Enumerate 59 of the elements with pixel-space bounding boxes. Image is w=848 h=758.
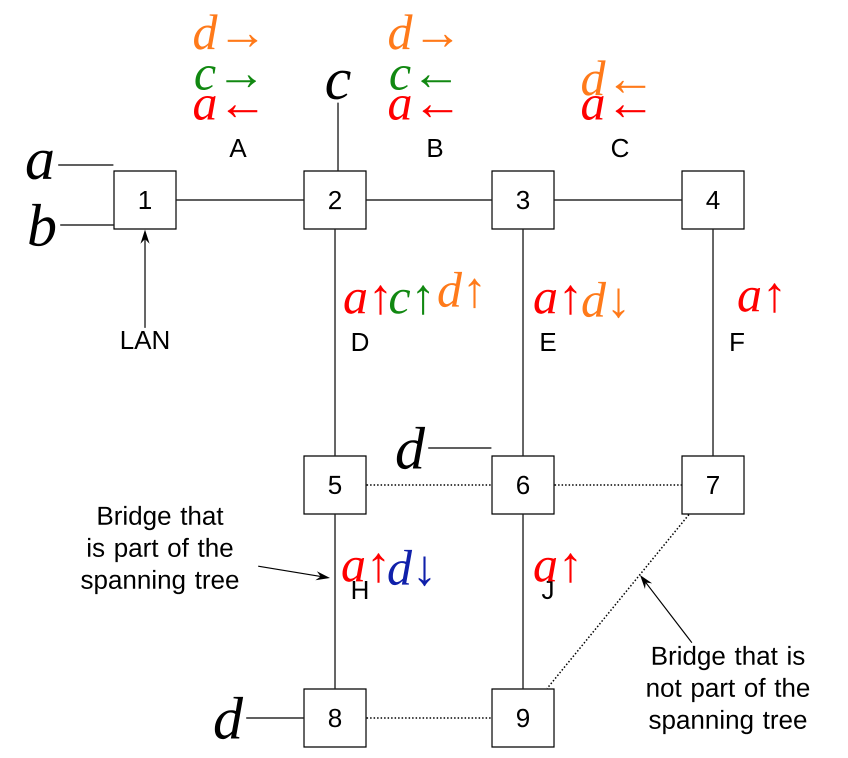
direction-note: d→ xyxy=(389,14,452,50)
direction-note: d↓ xyxy=(582,282,624,318)
direction-note: c← xyxy=(390,66,451,90)
edge-label: B xyxy=(428,139,442,157)
connector-line xyxy=(554,199,682,201)
direction-note: a← xyxy=(194,96,258,120)
callout-text: LAN xyxy=(122,331,168,349)
callout-text: Bridge that is not part of the spanning tree xyxy=(647,646,810,734)
direction-note: c→ xyxy=(195,66,256,90)
host-label: d xyxy=(396,426,426,470)
connector-line xyxy=(428,447,492,449)
host-label: b xyxy=(29,204,56,246)
connector-line xyxy=(60,224,114,226)
connector-line xyxy=(554,484,682,486)
bridge-box: 7 xyxy=(681,455,745,515)
direction-note: a← xyxy=(582,96,646,120)
connector-line xyxy=(712,230,714,456)
direction-note: a↑ xyxy=(344,285,386,315)
direction-note: d↓ xyxy=(388,550,430,586)
host-label: d xyxy=(214,696,244,740)
host-label: a xyxy=(26,150,53,180)
connector-line xyxy=(334,230,336,456)
direction-note: d↑ xyxy=(438,272,480,308)
edge-label: H xyxy=(352,581,368,599)
connector-line xyxy=(366,199,492,201)
direction-note: d← xyxy=(582,60,646,96)
bridge-box: 5 xyxy=(303,455,367,515)
bridge-box: 1 xyxy=(113,170,177,230)
bridge-box: 3 xyxy=(491,170,555,230)
bridge-box: 8 xyxy=(303,688,367,748)
edge-label: A xyxy=(229,139,247,157)
callout-text: Bridge that is part of the spanning tree xyxy=(81,506,238,594)
direction-note: a↑ xyxy=(534,285,576,315)
connector-line xyxy=(522,514,524,688)
direction-note: a← xyxy=(389,96,452,120)
host-label: c xyxy=(326,70,351,100)
connector-line xyxy=(176,199,304,201)
edge-label: F xyxy=(731,333,744,351)
bridge-box: 6 xyxy=(491,455,555,515)
edge-label: J xyxy=(542,580,553,600)
edge-label: E xyxy=(541,333,556,351)
connector-line xyxy=(366,717,492,719)
direction-note: c↑ xyxy=(390,285,429,315)
direction-note: a↑ xyxy=(534,553,576,583)
connector-line xyxy=(58,164,114,166)
connector-line xyxy=(246,717,304,719)
connector-line xyxy=(337,102,339,170)
direction-note: a↑ xyxy=(342,553,384,583)
connector-line xyxy=(366,484,492,486)
direction-note: d→ xyxy=(194,14,258,50)
direction-note: a↑ xyxy=(738,283,780,313)
connector-line xyxy=(546,514,690,689)
edge-label: D xyxy=(352,333,368,351)
bridge-box: 2 xyxy=(303,170,367,230)
connector-line xyxy=(522,230,524,456)
edge-label: C xyxy=(612,138,628,158)
bridge-box: 9 xyxy=(491,688,555,748)
connector-line xyxy=(334,514,336,688)
bridge-box: 4 xyxy=(681,170,745,230)
